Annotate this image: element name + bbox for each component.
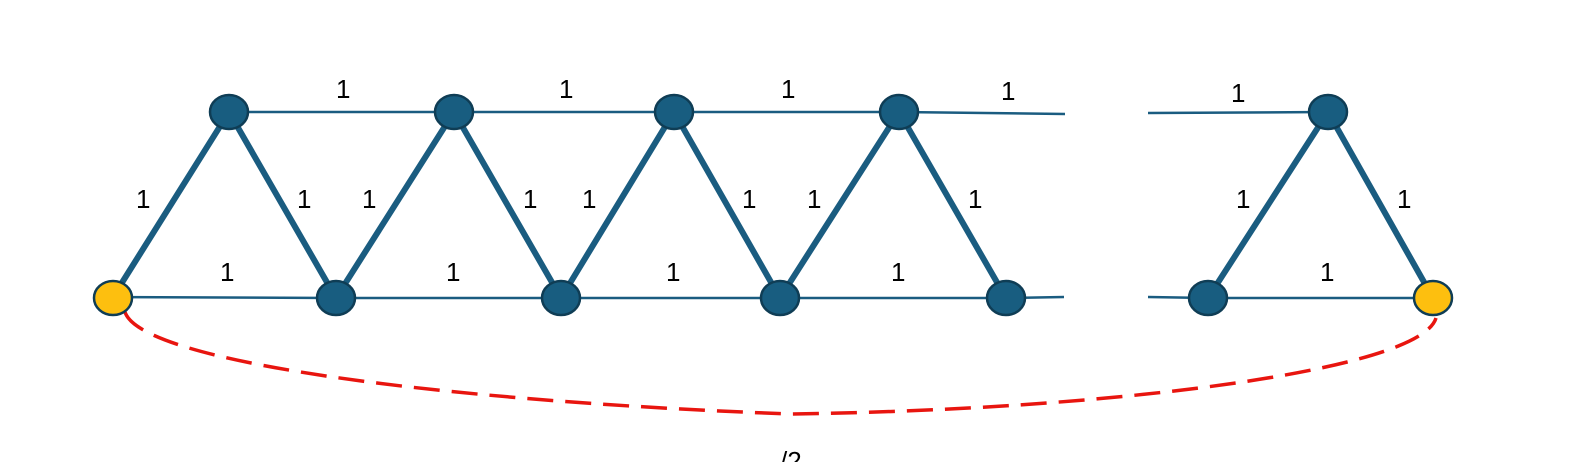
edge-diag-2 [226,109,339,301]
weight-label-bottom: 1 [446,257,460,287]
weight-label-top: 1 [336,74,350,104]
weight-label-diagonal: 1 [523,184,537,214]
edge-top-4-stub [898,110,1066,116]
node-top-3 [653,93,695,131]
bottom-caption: /2 [780,446,802,462]
weight-label-diagonal: 1 [362,184,376,214]
edge-diag-7 [777,109,902,301]
weight-label-bottom: 1 [1320,257,1334,287]
edge-diag-8 [896,109,1009,301]
node-endpoint-left [92,279,134,317]
weight-label-top: 1 [559,74,573,104]
node-bottom-5 [1187,279,1229,317]
edge-diag-4 [451,109,564,301]
edge-diag-6 [671,109,783,301]
diagonal-edges [110,109,1436,301]
node-bottom-4 [985,279,1027,317]
top-edge-labels: 1 1 1 1 1 [336,74,1245,108]
weight-label-diagonal: 1 [1236,184,1250,214]
edge-diag-10 [1325,109,1436,301]
node-bottom-3 [759,279,801,317]
edge-diag-3 [333,109,457,301]
bottom-edges [112,295,1433,300]
weight-label-top: 1 [1001,76,1015,106]
weight-label-bottom: 1 [666,257,680,287]
nodes [92,93,1454,317]
weight-label-top: 1 [1231,78,1245,108]
diagonal-edge-labels: 1 1 1 1 1 1 1 1 1 1 [136,184,1411,214]
node-bottom-2 [540,279,582,317]
edge-diag-1 [110,109,232,300]
top-edges [229,110,1329,116]
weight-label-diagonal: 1 [297,184,311,214]
edge-bottom-1 [112,295,337,300]
weight-label-diagonal: 1 [1397,184,1411,214]
weight-label-bottom: 1 [220,257,234,287]
dashed-connection [123,311,1438,416]
node-top-4 [878,93,920,131]
node-bottom-1 [315,279,357,317]
node-endpoint-right [1412,279,1454,317]
node-top-1 [208,93,250,131]
edge-diag-5 [558,109,677,301]
weight-label-bottom: 1 [891,257,905,287]
edge-top-5-stub [1147,110,1329,115]
node-top-2 [433,93,475,131]
weight-label-diagonal: 1 [582,184,596,214]
edge-diag-9 [1205,109,1331,301]
weight-label-diagonal: 1 [968,184,982,214]
node-top-5 [1307,93,1349,131]
weight-label-top: 1 [781,74,795,104]
weight-label-diagonal: 1 [742,184,756,214]
bottom-edge-labels: 1 1 1 1 1 [220,257,1334,287]
weight-label-diagonal: 1 [807,184,821,214]
weight-label-diagonal: 1 [136,184,150,214]
